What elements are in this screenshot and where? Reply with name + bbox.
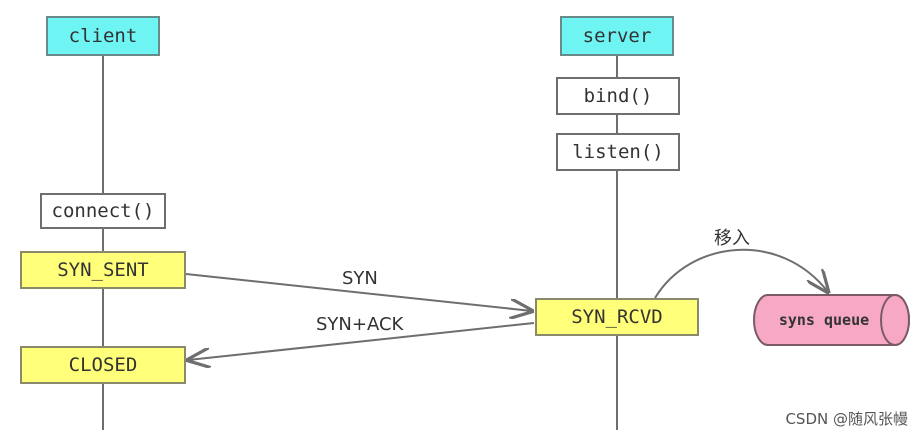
syn-ack-label: SYN+ACK xyxy=(316,314,404,335)
listen-box: listen() xyxy=(556,133,680,171)
syn-sent-state: SYN_SENT xyxy=(20,251,186,289)
closed-state: CLOSED xyxy=(20,346,186,384)
move-in-arrow xyxy=(654,248,828,299)
bind-box: bind() xyxy=(556,77,680,115)
client-header: client xyxy=(46,16,160,56)
syn-label: SYN xyxy=(342,268,378,289)
move-in-label: 移入 xyxy=(714,228,750,249)
connect-box: connect() xyxy=(40,193,166,229)
server-header: server xyxy=(560,16,674,56)
syns-queue-cylinder xyxy=(753,294,910,346)
syn-ack-arrow xyxy=(188,322,535,360)
syns-queue-label: syns queue xyxy=(778,311,870,329)
syn-arrow xyxy=(185,273,532,311)
syn-rcvd-state: SYN_RCVD xyxy=(535,298,699,336)
watermark: CSDN @随风张幔 xyxy=(785,410,908,428)
